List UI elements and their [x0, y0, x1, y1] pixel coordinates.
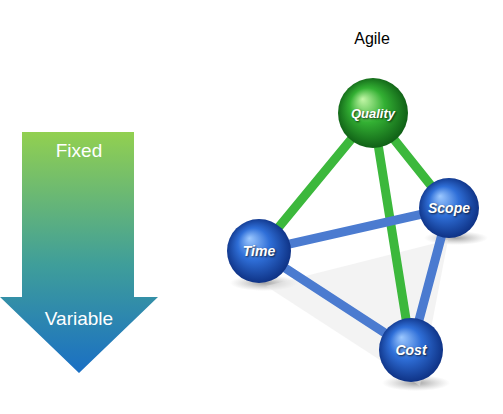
node-label: Cost: [379, 318, 443, 382]
node-label: Time: [227, 219, 291, 283]
node-label: Scope: [419, 178, 479, 238]
arrow-label: Variable: [0, 308, 158, 330]
sphere-node: Scope: [419, 178, 479, 238]
sphere-fill: [338, 78, 408, 148]
connector-tube: [419, 237, 441, 319]
diagram-title: Agile: [322, 30, 422, 48]
connector-tube: [290, 215, 420, 244]
connector-tube: [379, 148, 406, 319]
sphere-fill: [379, 318, 443, 382]
sphere-fill: [419, 178, 479, 238]
sphere-node: Quality: [338, 78, 408, 148]
connector-tube: [286, 268, 384, 332]
arrow-label: Fixed: [0, 140, 158, 162]
gradient-arrow: FixedVariable: [0, 132, 158, 374]
arrow-shape: [0, 132, 158, 374]
connector-tube: [279, 140, 350, 226]
arrow-fill: [0, 132, 158, 373]
connector-tube: [395, 140, 430, 184]
sphere-node: Cost: [379, 318, 443, 382]
node-label: Quality: [338, 78, 408, 148]
sphere-fill: [227, 219, 291, 283]
sphere-node: Time: [227, 219, 291, 283]
